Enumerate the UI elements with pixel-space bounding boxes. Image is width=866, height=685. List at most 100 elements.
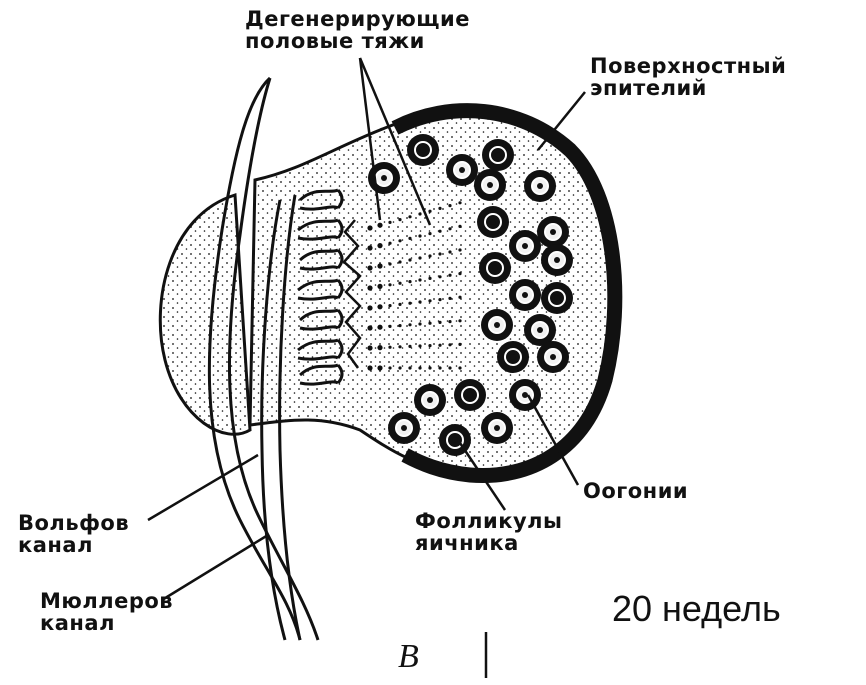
cord-dot	[428, 254, 431, 257]
cord-dot	[428, 366, 431, 369]
cord-dot	[458, 319, 461, 322]
cord-dot	[377, 345, 382, 350]
cord-dot	[377, 284, 382, 289]
cord-dot	[367, 245, 372, 250]
cord-dot	[458, 343, 461, 346]
follicle	[537, 216, 569, 248]
label-degenerating-cords-line2: половые тяжи	[245, 30, 470, 52]
cord-dot	[418, 234, 421, 237]
cord-dot	[458, 201, 461, 204]
cord-dot	[367, 265, 372, 270]
label-wolffian-duct: Вольфов канал	[18, 512, 129, 556]
follicle	[446, 154, 478, 186]
cord-dot	[388, 325, 391, 328]
cord-dot	[408, 302, 411, 305]
follicle	[388, 412, 420, 444]
cord-dot	[377, 365, 382, 370]
cord-dot	[438, 321, 441, 324]
cord-dot	[408, 366, 411, 369]
cord-dot	[367, 305, 372, 310]
cord-dot	[438, 230, 441, 233]
cord-dot	[367, 325, 372, 330]
cord-dot	[438, 252, 441, 255]
panel-letter: B	[398, 638, 419, 676]
cord-dot	[408, 323, 411, 326]
cord-dot	[438, 298, 441, 301]
cord-dot	[398, 324, 401, 327]
cord-dot	[398, 282, 401, 285]
cord-dot	[398, 239, 401, 242]
follicle	[481, 309, 513, 341]
cord-dot	[418, 366, 421, 369]
cord-dot	[377, 263, 382, 268]
cord-dot	[398, 260, 401, 263]
stage-caption: 20 недель	[612, 588, 781, 630]
label-oogonia: Оогонии	[583, 480, 688, 502]
label-follicles-line1: Фолликулы	[415, 510, 563, 532]
cord-dot	[438, 366, 441, 369]
cord-dot	[388, 304, 391, 307]
cord-dot	[448, 320, 451, 323]
cord-dot	[408, 215, 411, 218]
cord-dot	[388, 283, 391, 286]
cord-dot	[408, 345, 411, 348]
cord-dot	[398, 303, 401, 306]
label-mullerian-duct: Мюллеров канал	[40, 590, 173, 634]
label-surface-epithelium: Поверхностный эпителий	[590, 55, 786, 99]
follicle	[414, 384, 446, 416]
cord-dot	[418, 322, 421, 325]
follicle	[537, 341, 569, 373]
cord-dot	[377, 243, 382, 248]
cord-dot	[418, 278, 421, 281]
cord-dot	[428, 344, 431, 347]
cord-dot	[388, 346, 391, 349]
cord-dot	[388, 262, 391, 265]
follicle	[477, 206, 509, 238]
cord-dot	[448, 227, 451, 230]
cord-dot	[428, 210, 431, 213]
cord-dot	[438, 275, 441, 278]
cord-dot	[367, 285, 372, 290]
cord-dot	[377, 304, 382, 309]
cord-dot	[408, 237, 411, 240]
cord-dot	[418, 212, 421, 215]
follicle	[541, 244, 573, 276]
label-surface-epithelium-line2: эпителий	[590, 77, 786, 99]
label-follicles: Фолликулы яичника	[415, 510, 563, 554]
label-mullerian-duct-line1: Мюллеров	[40, 590, 173, 612]
cord-dot	[428, 232, 431, 235]
cord-dot	[458, 272, 461, 275]
follicle	[454, 379, 486, 411]
follicle	[481, 412, 513, 444]
cord-dot	[448, 274, 451, 277]
cord-dot	[458, 248, 461, 251]
cord-dot	[398, 345, 401, 348]
cord-dot	[448, 250, 451, 253]
label-degenerating-cords-line1: Дегенерирующие	[245, 8, 470, 30]
label-follicles-line2: яичника	[415, 532, 563, 554]
cord-dot	[458, 296, 461, 299]
cord-dot	[398, 366, 401, 369]
label-wolffian-duct-line2: канал	[18, 534, 129, 556]
label-degenerating-cords: Дегенерирующие половые тяжи	[245, 8, 470, 52]
follicle	[509, 230, 541, 262]
cord-dot	[388, 242, 391, 245]
follicle	[407, 134, 439, 166]
cord-dot	[367, 225, 372, 230]
cord-dot	[408, 258, 411, 261]
cord-dot	[438, 207, 441, 210]
cord-dot	[418, 300, 421, 303]
cord-dot	[428, 322, 431, 325]
cord-dot	[448, 343, 451, 346]
follicle	[541, 282, 573, 314]
cord-dot	[418, 344, 421, 347]
cord-dot	[458, 225, 461, 228]
cord-dot	[458, 366, 461, 369]
follicle	[509, 279, 541, 311]
cord-dot	[408, 280, 411, 283]
cord-dot	[398, 218, 401, 221]
follicle	[482, 139, 514, 171]
cord-dot	[438, 344, 441, 347]
label-mullerian-duct-line2: канал	[40, 612, 173, 634]
